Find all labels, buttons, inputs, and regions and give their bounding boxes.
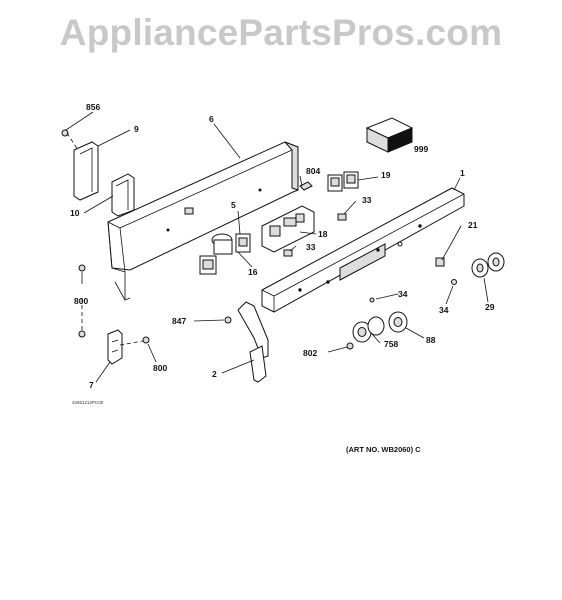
callout-29: 29 <box>485 302 495 312</box>
part-18-control-board <box>261 205 315 253</box>
part-33-clip-lower <box>283 249 293 257</box>
callout-758: 758 <box>384 339 398 349</box>
part-999-box <box>365 117 414 153</box>
callout-34-b: 34 <box>439 305 449 315</box>
part-34-screw-b <box>451 279 457 285</box>
callout-labels: 856 9 6 999 10 804 19 1 5 33 18 33 16 21… <box>70 102 495 390</box>
part-88-knob <box>388 311 408 333</box>
part-7-bracket <box>107 329 123 365</box>
part-804-clip <box>299 181 313 191</box>
callout-1: 1 <box>460 168 465 178</box>
drawing-code: 32651212PC00 <box>72 400 104 405</box>
part-9-bracket <box>73 141 99 201</box>
part-856-screw <box>61 129 69 137</box>
part-16-switch <box>199 255 217 275</box>
callout-800-right: 800 <box>153 363 167 373</box>
callout-802: 802 <box>303 348 317 358</box>
part-847-screw <box>224 316 232 324</box>
callout-5: 5 <box>231 200 236 210</box>
part-10-bracket <box>111 173 135 217</box>
callout-6: 6 <box>209 114 214 124</box>
callout-21: 21 <box>468 220 478 230</box>
part-1-control-panel <box>261 187 465 313</box>
callout-18: 18 <box>318 229 328 239</box>
callout-33-upper: 33 <box>362 195 372 205</box>
part-19-switches <box>327 171 359 192</box>
part-2-end-cap <box>237 301 269 383</box>
callout-7: 7 <box>89 380 94 390</box>
part-800-screw-upper <box>78 264 86 272</box>
callout-10: 10 <box>70 208 80 218</box>
art-number: (ART NO. WB2060) C <box>346 445 421 454</box>
callout-804: 804 <box>306 166 320 176</box>
part-5-switch-assembly <box>211 233 251 255</box>
part-802-screw <box>346 342 354 350</box>
part-758-knob <box>352 316 385 343</box>
part-29-knobs <box>471 252 505 278</box>
part-6-back-panel <box>107 141 299 301</box>
callout-34-a: 34 <box>398 289 408 299</box>
callout-999: 999 <box>414 144 428 154</box>
part-800-screw-right <box>142 336 150 344</box>
leader-lines <box>65 111 489 383</box>
callout-847: 847 <box>172 316 186 326</box>
callout-19: 19 <box>381 170 391 180</box>
callout-33-lower: 33 <box>306 242 316 252</box>
part-34-screw-a <box>369 297 375 303</box>
callout-16: 16 <box>248 267 258 277</box>
part-21-clip <box>435 257 445 267</box>
callout-9: 9 <box>134 124 139 134</box>
callout-88: 88 <box>426 335 436 345</box>
watermark: AppliancePartsPros.com <box>59 12 503 53</box>
callout-800-left: 800 <box>74 296 88 306</box>
callout-856: 856 <box>86 102 100 112</box>
part-33-clip-upper <box>337 213 347 221</box>
part-800-screw-lower <box>78 330 86 338</box>
callout-2: 2 <box>212 369 217 379</box>
